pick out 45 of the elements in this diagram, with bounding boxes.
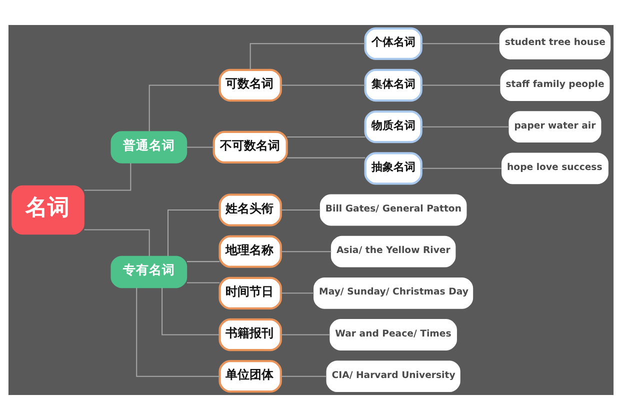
connector xyxy=(168,209,220,256)
node-box: staff family people xyxy=(500,69,610,100)
connector xyxy=(281,250,332,252)
connector xyxy=(250,42,366,70)
node-box: hope love success xyxy=(502,152,608,184)
node-box: 单位团体 xyxy=(218,360,282,392)
node-box: 书籍报刊 xyxy=(218,318,282,351)
connector xyxy=(281,209,320,210)
node-box: May/ Sunday/ Christmas Day xyxy=(314,276,474,308)
node-box: 物质名词 xyxy=(364,110,422,143)
node-box: 集体名词 xyxy=(364,68,422,102)
connector xyxy=(281,84,366,86)
connector xyxy=(421,42,500,44)
connector xyxy=(84,162,132,190)
node-box: Bill Gates/ General Patton xyxy=(320,194,467,226)
node-box: 时间节日 xyxy=(218,276,282,309)
node-box: 不可数名词 xyxy=(212,130,288,164)
connector xyxy=(148,84,220,131)
connector xyxy=(84,228,150,256)
connector xyxy=(186,260,220,262)
connector xyxy=(421,167,502,168)
connector xyxy=(281,334,330,335)
node-box: 名词 xyxy=(11,184,84,234)
node-box: 地理名称 xyxy=(218,234,282,268)
connector xyxy=(287,136,366,138)
node-box: War and Peace/ Times xyxy=(330,318,457,350)
node-box: 专有名词 xyxy=(110,255,188,288)
node-box: 姓名头衔 xyxy=(218,193,282,226)
connector xyxy=(186,146,214,148)
node-box: Asia/ the Yellow River xyxy=(330,235,456,267)
connector xyxy=(281,292,314,294)
connector xyxy=(287,156,366,158)
node-box: student tree house xyxy=(499,27,611,59)
connector xyxy=(281,375,327,376)
connector xyxy=(421,84,500,86)
connector xyxy=(421,126,510,127)
node-box: CIA/ Harvard University xyxy=(326,360,460,392)
connector xyxy=(136,287,220,376)
connector xyxy=(162,287,220,335)
node-box: 普通名词 xyxy=(110,130,188,163)
node-box: paper water air xyxy=(508,110,602,142)
node-box: 可数名词 xyxy=(218,68,282,102)
node-box: 个体名词 xyxy=(364,26,422,60)
node-box: 抽象名词 xyxy=(364,152,422,184)
connector xyxy=(186,282,220,283)
